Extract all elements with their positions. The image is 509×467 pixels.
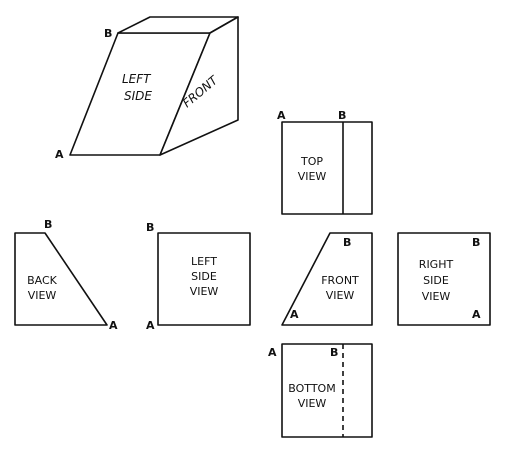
back-view: B A BACK VIEW — [14, 218, 118, 332]
left-side-view-label: LEFT — [191, 255, 217, 268]
bottom-view-outline — [281, 343, 373, 438]
top-view: A B TOP VIEW — [277, 109, 373, 215]
front-view-point-a: A — [290, 308, 299, 321]
right-side-view: B A RIGHT SIDE VIEW — [397, 232, 491, 326]
front-view-label-2: VIEW — [326, 289, 355, 302]
front-view-outline — [281, 232, 373, 326]
left-side-view-point-b: B — [146, 221, 154, 234]
left-side-view-label-2: SIDE — [191, 270, 217, 283]
left-side-view: B A LEFT SIDE VIEW — [146, 221, 251, 332]
top-view-point-b: B — [338, 109, 346, 122]
wedge-left-side-label-2: SIDE — [124, 89, 152, 103]
back-view-outline — [14, 232, 108, 326]
bottom-view-label-2: VIEW — [298, 397, 327, 410]
back-view-label: BACK — [27, 274, 58, 287]
wedge-point-a: A — [55, 148, 64, 161]
back-view-point-a: A — [109, 319, 118, 332]
left-side-view-outline — [157, 232, 251, 326]
wedge-left-side-label: LEFT — [122, 72, 152, 86]
back-view-label-2: VIEW — [28, 289, 57, 302]
front-view-point-b: B — [343, 236, 351, 249]
back-view-point-b: B — [44, 218, 52, 231]
left-side-view-point-a: A — [146, 319, 155, 332]
left-side-view-label-3: VIEW — [190, 285, 219, 298]
right-side-view-label-3: VIEW — [422, 290, 451, 303]
top-view-label-2: VIEW — [298, 170, 327, 183]
right-side-view-label: RIGHT — [419, 258, 454, 271]
bottom-view-point-b: B — [330, 346, 338, 359]
front-view: B A FRONT VIEW — [281, 232, 373, 326]
right-side-view-label-2: SIDE — [423, 274, 449, 287]
top-view-outline — [281, 121, 373, 215]
wedge-front-face — [159, 16, 239, 156]
top-view-point-a: A — [277, 109, 286, 122]
right-side-view-point-a: A — [472, 308, 481, 321]
right-side-view-outline — [397, 232, 491, 326]
bottom-view: A B BOTTOM VIEW — [268, 343, 373, 438]
front-view-label: FRONT — [321, 274, 359, 287]
bottom-view-label: BOTTOM — [288, 382, 335, 395]
isometric-wedge: B A LEFT SIDE FRONT — [55, 16, 239, 161]
right-side-view-point-b: B — [472, 236, 480, 249]
wedge-point-b: B — [104, 27, 112, 40]
top-view-label: TOP — [300, 155, 323, 168]
bottom-view-point-a: A — [268, 346, 277, 359]
